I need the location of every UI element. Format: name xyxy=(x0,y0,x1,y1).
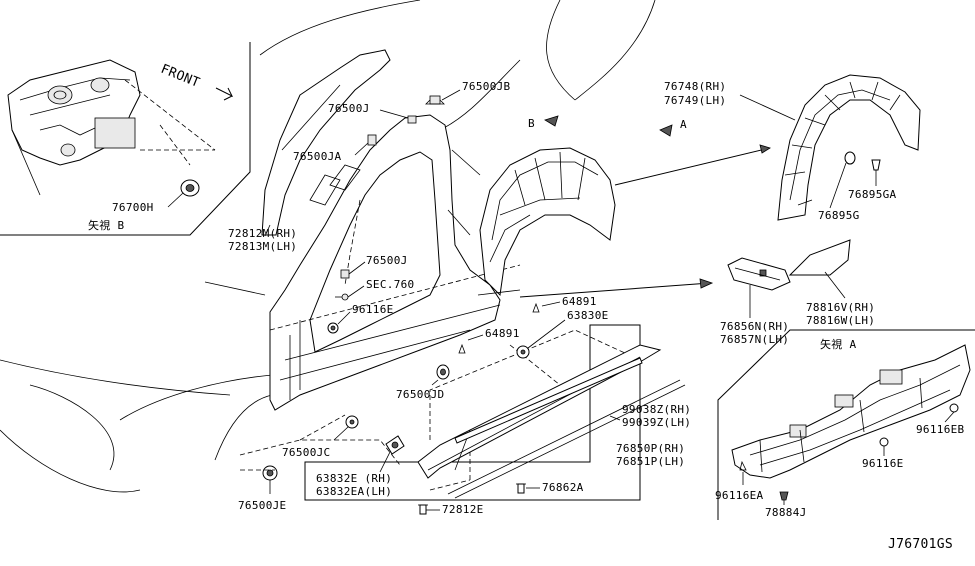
label-78816V: 78816V(RH) xyxy=(806,301,875,314)
clip-76500JD xyxy=(436,364,450,380)
label-78816W: 78816W(LH) xyxy=(806,314,875,327)
screw-72812E xyxy=(418,504,428,515)
pillar-trim-72812M xyxy=(261,49,391,236)
clip-63830E xyxy=(516,345,530,359)
label-64891-a: 64891 xyxy=(562,295,597,308)
label-99038Z: 99038Z(RH) xyxy=(622,403,691,416)
label-arrow-b: B xyxy=(528,117,535,130)
guard-78816V xyxy=(788,239,851,276)
body-side-outer xyxy=(269,114,501,411)
label-sec760: SEC.760 xyxy=(366,278,414,291)
label-view-b: 矢視 B xyxy=(88,218,125,232)
molding-99038Z xyxy=(454,357,643,444)
label-front: FRONT xyxy=(159,62,202,91)
label-63830E: 63830E xyxy=(567,309,609,322)
grommet-76700H xyxy=(180,179,200,197)
grommet-96116E-right xyxy=(879,437,889,447)
label-view-a: 矢視 A xyxy=(820,337,857,351)
dash-panel-sketch xyxy=(7,59,216,196)
inset-view-b: 76700H 矢視 B FRONT xyxy=(0,42,251,236)
screw-76862A xyxy=(516,483,526,494)
label-96116E-left: 96116E xyxy=(352,303,394,316)
label-76500JE: 76500JE xyxy=(238,499,286,512)
label-76895G: 76895G xyxy=(818,209,860,222)
label-63832E: 63832E (RH) xyxy=(316,472,392,485)
label-76500JC: 76500JC xyxy=(282,446,330,459)
label-99039Z: 99039Z(LH) xyxy=(622,416,691,429)
plug-64891-a xyxy=(532,302,540,313)
clip-76500JA xyxy=(367,134,377,146)
label-96116E-right: 96116E xyxy=(862,457,904,470)
wheel-house-inner xyxy=(477,147,616,297)
label-76856N: 76856N(RH) xyxy=(720,320,789,333)
label-76500JD: 76500JD xyxy=(396,388,444,401)
clip-76500JB xyxy=(425,95,445,105)
clip-76895G xyxy=(844,151,856,165)
clip-78884J xyxy=(779,491,789,501)
label-64891-b: 64891 xyxy=(485,327,520,340)
front-arrow-icon xyxy=(215,87,234,101)
label-76500J-mid: 76500J xyxy=(366,254,408,267)
view-a-arrow-icon xyxy=(659,124,673,137)
callout-box-sill xyxy=(304,324,641,501)
label-76895GA: 76895GA xyxy=(848,188,897,201)
bracket-76856N xyxy=(727,257,791,291)
label-72812M: 72812M(RH) xyxy=(228,227,297,240)
label-78884J: 78884J xyxy=(765,506,807,519)
label-76850P: 76850P(RH) xyxy=(616,442,685,455)
label-76862A: 76862A xyxy=(542,481,584,494)
label-76748: 76748(RH) xyxy=(664,80,726,93)
clip-76500JC xyxy=(345,415,359,429)
view-b-arrow-icon xyxy=(544,115,559,127)
label-76500J-top: 76500J xyxy=(328,102,370,115)
label-76500JB: 76500JB xyxy=(462,80,511,93)
grommet-96116E-left xyxy=(327,322,339,334)
rear-panel-sketch xyxy=(731,344,971,479)
label-63832EA: 63832EA(LH) xyxy=(316,485,392,498)
clip-76500JE xyxy=(262,465,278,481)
label-72812E: 72812E xyxy=(442,503,484,516)
clip-76500J-mid xyxy=(340,269,350,279)
plug-64891-b xyxy=(458,343,466,354)
label-76851P: 76851P(LH) xyxy=(616,455,685,468)
fender-protector-76748 xyxy=(777,74,921,221)
label-arrow-a: A xyxy=(680,118,687,131)
clip-76895GA xyxy=(871,159,881,171)
label-76500JA: 76500JA xyxy=(293,150,342,163)
label-76857N: 76857N(LH) xyxy=(720,333,789,346)
grommet-96116EB xyxy=(949,403,959,413)
clip-63832E xyxy=(385,435,405,455)
inset-view-a-frame xyxy=(717,329,975,520)
diagram-code: J76701GS xyxy=(888,537,953,552)
plug-96116EA xyxy=(739,460,747,471)
label-72813M: 72813M(LH) xyxy=(228,240,297,253)
label-76749: 76749(LH) xyxy=(664,94,726,107)
clip-76500J-top xyxy=(407,115,417,124)
label-96116EB: 96116EB xyxy=(916,423,965,436)
label-76700H: 76700H xyxy=(112,201,154,214)
label-96116EA: 96116EA xyxy=(715,489,764,502)
